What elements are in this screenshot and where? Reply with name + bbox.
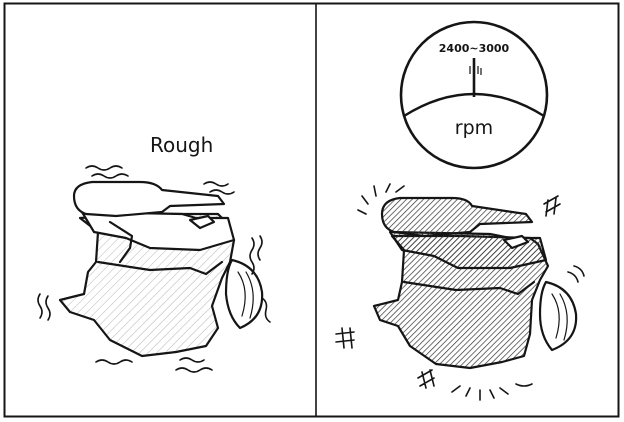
fuel-tank: [74, 182, 224, 216]
gauge-range-label: 2400~3000: [439, 42, 510, 55]
fuel-tank: [382, 198, 532, 236]
rough-engine-illustration: [60, 182, 262, 356]
flywheel: [540, 282, 576, 350]
running-engine-illustration: [374, 198, 576, 368]
left-panel: Rough: [38, 133, 270, 372]
flywheel: [226, 260, 262, 328]
gauge-unit-label: rpm: [455, 117, 493, 139]
left-panel-label: Rough: [150, 133, 213, 157]
rpm-gauge: 2400~3000 rpm: [401, 22, 547, 168]
right-panel: 2400~3000 rpm: [336, 22, 584, 400]
